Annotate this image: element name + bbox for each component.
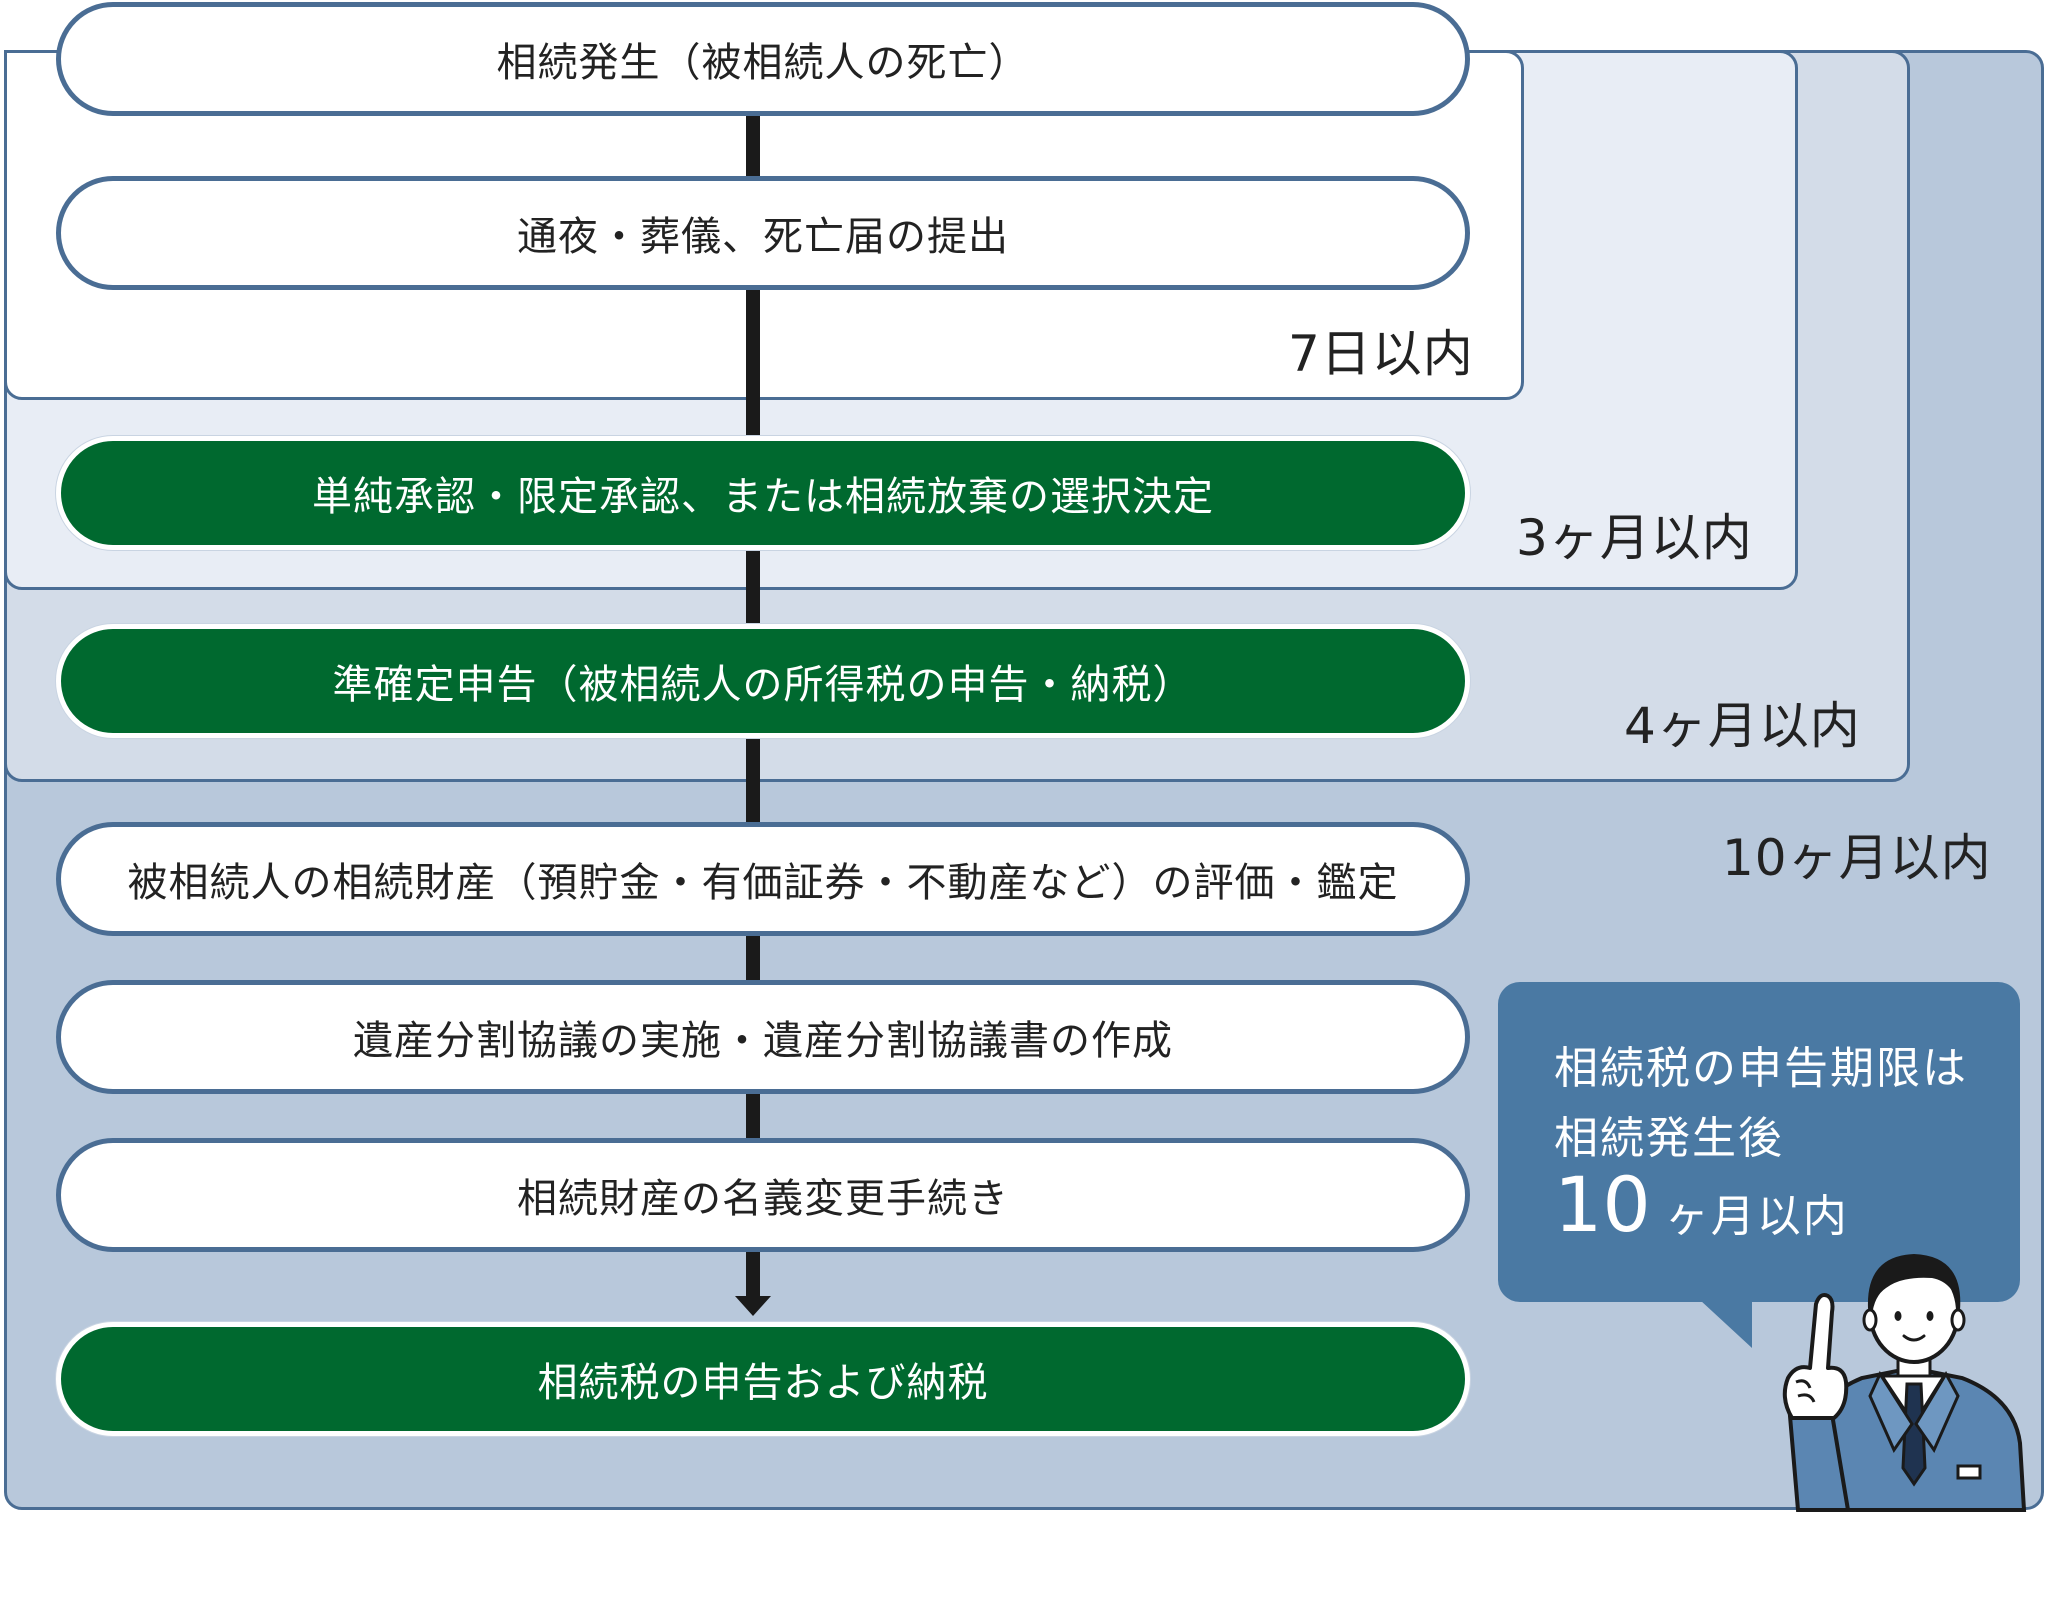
callout-bubble	[1498, 982, 2020, 1302]
step-death-occurrence: 相続発生（被相続人の死亡）	[56, 2, 1470, 116]
callout-line-2: 相続発生後	[1554, 1113, 1784, 1164]
callout-line-1: 相続税の申告期限は	[1554, 1043, 1968, 1094]
step-estate-valuation: 被相続人の相続財産（預貯金・有価証券・不動産など）の評価・鑑定	[56, 822, 1470, 936]
arrow-down-icon	[735, 1296, 771, 1316]
step-quasi-final-tax-return: 準確定申告（被相続人の所得税の申告・納税）	[56, 624, 1470, 738]
step-title-transfer: 相続財産の名義変更手続き	[56, 1138, 1470, 1252]
callout-tail	[1700, 1300, 1752, 1348]
period-label-3-months: 3ヶ月以内	[1516, 509, 1753, 567]
period-label-4-months: 4ヶ月以内	[1624, 697, 1861, 755]
callout-line-3: 10 ヶ月以内	[1554, 1160, 1849, 1249]
step-funeral-death-notice: 通夜・葬儀、死亡届の提出	[56, 176, 1470, 290]
callout-suffix: ヶ月以内	[1664, 1191, 1849, 1242]
callout-big-number: 10	[1554, 1160, 1651, 1249]
step-inheritance-tax-filing: 相続税の申告および納税	[56, 1322, 1470, 1436]
businessman-pointing-up-icon	[1782, 1254, 2027, 1512]
step-estate-division-agreement: 遺産分割協議の実施・遺産分割協議書の作成	[56, 980, 1470, 1094]
step-acceptance-or-renunciation: 単純承認・限定承認、または相続放棄の選択決定	[56, 436, 1470, 550]
period-label-7-days: 7日以内	[1288, 325, 1474, 383]
period-label-10-months: 10ヶ月以内	[1722, 829, 1992, 887]
